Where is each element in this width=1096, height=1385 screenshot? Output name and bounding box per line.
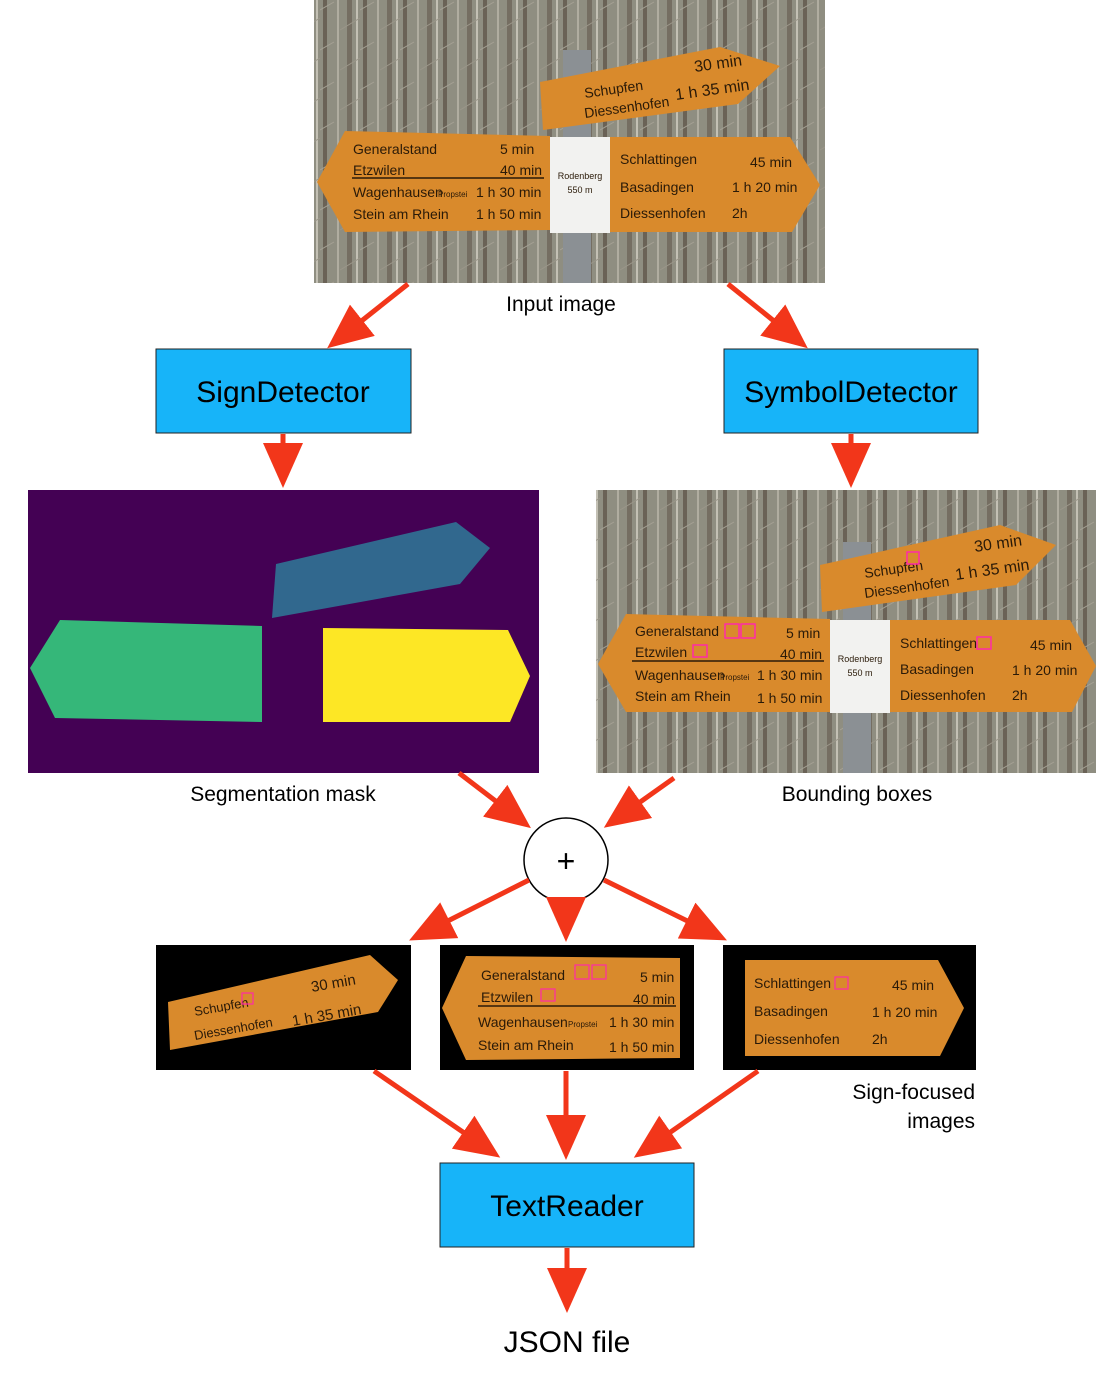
crop2-row-2-time: 40 min [633,991,675,1007]
crop2-row-3-time: 1 h 30 min [609,1014,674,1030]
bbox-right-row-3-time: 2h [1012,687,1028,703]
top-sign-row-1-time: 30 min [693,52,743,76]
right-sign-row-2-place: Basadingen [620,179,694,195]
arrow-combine-to-crop-1 [409,877,531,941]
symbol-detector-label: SymbolDetector [744,376,957,409]
combine-plus-symbol: + [557,843,576,879]
sign-focused-caption-line-1: Sign-focused [852,1081,975,1104]
arrow-input-to-sign-detector [327,282,410,349]
sign-focused-image-2: Generalstand 5 min Etzwilen 40 min Wagen… [440,945,694,1070]
right-sign-row-3-place: Diessenhofen [620,205,706,221]
bbox-symbol-left-2 [740,623,756,639]
json-file-output: JSON file [504,1326,631,1359]
crop2-row-4-time: 1 h 50 min [609,1039,674,1055]
arrow-input-to-symbol-detector [726,282,808,349]
left-sign-row-1-place: Generalstand [353,141,437,157]
bbox-left-row-4-time: 1 h 50 min [757,690,822,706]
sign-detector-box [155,348,412,434]
bbox-symbol-left-1 [724,623,740,639]
crop2-row-1-time: 5 min [640,969,674,985]
bbox-left-row-2-time: 40 min [780,646,822,662]
arrow-crop-3-to-text-reader [633,1068,760,1158]
left-sign-row-4-place: Stein am Rhein [353,206,449,222]
crop2-row-2-place: Etzwilen [481,989,533,1005]
mask-right-sign [323,628,530,722]
crop3-row-2-place: Basadingen [754,1003,828,1019]
left-sign-row-3-place: Wagenhausen [353,184,443,200]
input-image: Schupfen 30 min Diessenhofen 1 h 35 min … [314,0,825,283]
bbox-right-row-3-place: Diessenhofen [900,687,986,703]
input-image-caption: Input image [506,293,616,316]
crop2-row-1-place: Generalstand [481,967,565,983]
right-sign-row-1-time: 45 min [750,154,792,170]
bbox-right-row-2-time: 1 h 20 min [1012,662,1077,678]
crop3-row-3-place: Diessenhofen [754,1031,840,1047]
crop2-row-3-place: Wagenhausen [478,1014,568,1030]
crop3-row-1-place: Schlattingen [754,975,831,991]
left-sign-shape [317,131,550,232]
top-sign-shape [540,47,780,130]
left-sign-row-3-suffix: Propstei [438,190,468,199]
mask-top-sign [272,522,490,618]
bounding-boxes-image: Schupfen 30 min Diessenhofen 1 h 35 min … [596,490,1096,773]
arrow-mask-to-combine [457,771,531,829]
bbox-symbol-right [976,636,992,650]
left-sign-row-2-place: Etzwilen [353,162,405,178]
bbox-top-row-1-time: 30 min [973,532,1023,556]
arrow-combine-to-crop-3 [602,877,727,941]
arrow-bboxes-to-combine [603,775,676,828]
crop3-row-1-time: 45 min [892,977,934,993]
bbox-left-row-4-place: Stein am Rhein [635,688,731,704]
text-reader-box [439,1162,695,1248]
crop2-row-3-suffix: Propstei [568,1020,598,1029]
bbox-left-row-2-place: Etzwilen [635,644,687,660]
bbox-center-altitude: 550 m [847,668,872,678]
left-sign-row-4-time: 1 h 50 min [476,206,541,222]
left-sign-row-1-time: 5 min [500,141,534,157]
bbox-right-row-1-time: 45 min [1030,637,1072,653]
crop3-row-2-time: 1 h 20 min [872,1004,937,1020]
segmentation-mask-caption: Segmentation mask [190,783,376,806]
right-sign-row-3-time: 2h [732,205,748,221]
center-plate-name: Rodenberg [558,171,603,181]
crop3-row-3-time: 2h [872,1031,888,1047]
left-sign-row-3-time: 1 h 30 min [476,184,541,200]
sign-focused-image-1: Schupfen 30 min Diessenhofen 1 h 35 min [156,945,411,1070]
bbox-symbol-top [906,551,920,565]
text-reader-label: TextReader [490,1190,643,1223]
bbox-right-row-1-place: Schlattingen [900,635,977,651]
right-sign-row-1-place: Schlattingen [620,151,697,167]
right-sign-shape [610,137,820,232]
bounding-boxes-caption: Bounding boxes [782,783,933,806]
sign-focused-caption-line-2: images [907,1110,975,1133]
right-sign-row-2-time: 1 h 20 min [732,179,797,195]
segmentation-mask-image [28,490,539,773]
mask-left-sign [30,620,262,722]
center-plate [550,137,610,233]
bbox-left-row-1-time: 5 min [786,625,820,641]
bbox-symbol-left-3 [692,644,708,658]
sign-focused-image-3: Schlattingen 45 min Basadingen 1 h 20 mi… [723,945,976,1070]
bbox-left-row-3-time: 1 h 30 min [757,667,822,683]
crop2-row-4-place: Stein am Rhein [478,1037,574,1053]
left-sign-row-2-time: 40 min [500,162,542,178]
arrow-crop-1-to-text-reader [372,1068,501,1158]
symbol-detector-box [723,348,979,434]
bbox-right-row-2-place: Basadingen [900,661,974,677]
sign-detector-label: SignDetector [196,376,369,409]
bbox-left-row-1-place: Generalstand [635,623,719,639]
center-plate-altitude: 550 m [567,185,592,195]
bbox-left-row-3-suffix: Propstei [720,673,750,682]
bbox-left-row-3-place: Wagenhausen [635,667,725,683]
bbox-center-name: Rodenberg [838,654,883,664]
